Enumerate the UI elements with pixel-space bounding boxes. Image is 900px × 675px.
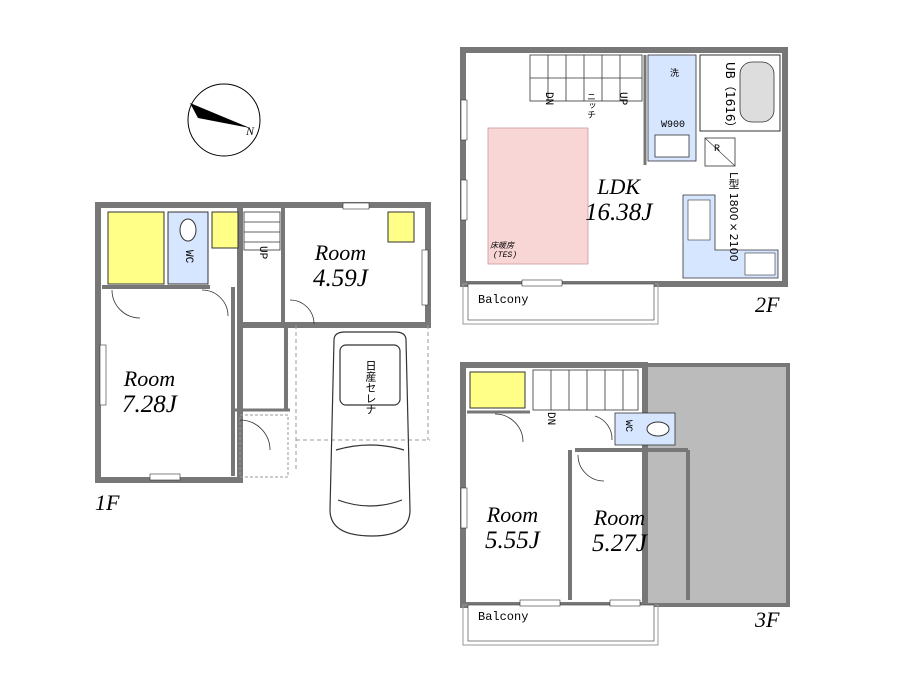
floor-3f — [460, 362, 790, 646]
stairs-3f-label: DN — [544, 412, 556, 426]
stairs-2f-up: UP — [616, 92, 628, 106]
balcony-2f-label: Balcony — [478, 293, 529, 307]
floor-1f-label: 1F — [95, 490, 120, 515]
room-3f-b-size: 5.27J — [592, 530, 647, 557]
floor-heating-sub: (TES) — [493, 251, 518, 260]
storage-1f-a — [107, 211, 165, 285]
toilet-icon-3f — [646, 421, 670, 437]
compass-needle-icon — [190, 103, 250, 128]
room-1f-a-name: Room — [123, 366, 176, 391]
wc-1f-label: WC — [182, 250, 194, 264]
car-label: 日産セレナ — [364, 360, 377, 415]
floor-3f-label: 3F — [755, 607, 780, 632]
sink-icon — [687, 199, 711, 241]
floor-heating-label: 床暖房 — [490, 241, 514, 250]
room-1f-a: Room 7.28J — [122, 366, 177, 418]
kitchen-label: L型 1800×2100 — [727, 172, 740, 262]
washer-label: W900 — [661, 120, 686, 131]
stairs-1f — [243, 211, 281, 251]
storage-1f-c — [387, 211, 415, 243]
stairs-2f — [529, 54, 643, 102]
room-3f-a: Room 5.55J — [485, 502, 540, 554]
room-3f-a-name: Room — [486, 502, 539, 527]
floor-2f-label: 2F — [755, 292, 780, 317]
stairs-3f — [532, 369, 639, 411]
stove-icon — [744, 252, 776, 276]
floor-2f — [460, 47, 788, 325]
room-1f-b: Room 4.59J — [313, 240, 368, 292]
room-3f-b: Room 5.27J — [592, 505, 647, 557]
room-3f-b-name: Room — [593, 505, 646, 530]
room-ldk: LDK 16.38J — [585, 174, 652, 226]
stairs-2f-down: DN — [542, 92, 554, 106]
storage-3f — [469, 371, 526, 409]
wash-basin-label: 洗 — [670, 69, 680, 79]
floor-heating-area — [487, 127, 589, 265]
void-area — [643, 363, 790, 607]
room-1f-b-name: Room — [314, 240, 367, 265]
floor-1f — [95, 202, 431, 537]
room-3f-a-size: 5.55J — [485, 527, 540, 554]
toilet-icon — [179, 218, 197, 242]
compass-north-label: N — [245, 124, 255, 138]
compass: N — [187, 83, 261, 157]
stairs-1f-label: UP — [256, 246, 268, 260]
car-icon — [329, 331, 411, 537]
niche-label: ニッチ — [585, 92, 595, 119]
bathtub-icon — [739, 61, 775, 123]
room-1f-b-size: 4.59J — [313, 265, 368, 292]
unit-bath-label: UB（1616） — [723, 62, 737, 134]
storage-1f-b — [211, 211, 239, 249]
ldk-name: LDK — [597, 174, 641, 199]
washer-icon — [654, 134, 690, 158]
wc-1f — [167, 211, 209, 285]
room-1f-a-size: 7.28J — [122, 391, 177, 418]
ldk-size: 16.38J — [585, 199, 653, 226]
wc-3f-label: WC — [622, 420, 633, 433]
fridge-label: R — [714, 144, 721, 155]
balcony-3f-label: Balcony — [478, 610, 529, 624]
